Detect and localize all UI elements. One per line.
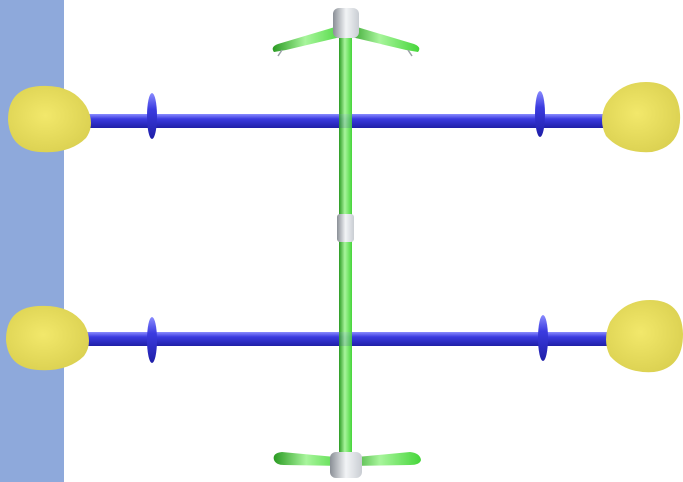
bottom-handle [274,452,421,478]
post-front-segment [339,330,352,348]
handle-ring [538,315,548,361]
top-joint [333,8,359,38]
center-post [337,30,354,460]
bottom-joint [330,452,362,478]
seat-right [602,82,680,152]
post-front-segment [339,112,352,130]
seat-left [6,306,89,370]
seat-right [606,300,683,372]
handle-ring [147,93,157,139]
seat-left [8,86,91,152]
handle-ring [147,317,157,363]
handle-ring [535,91,545,137]
middle-joint [337,214,354,242]
